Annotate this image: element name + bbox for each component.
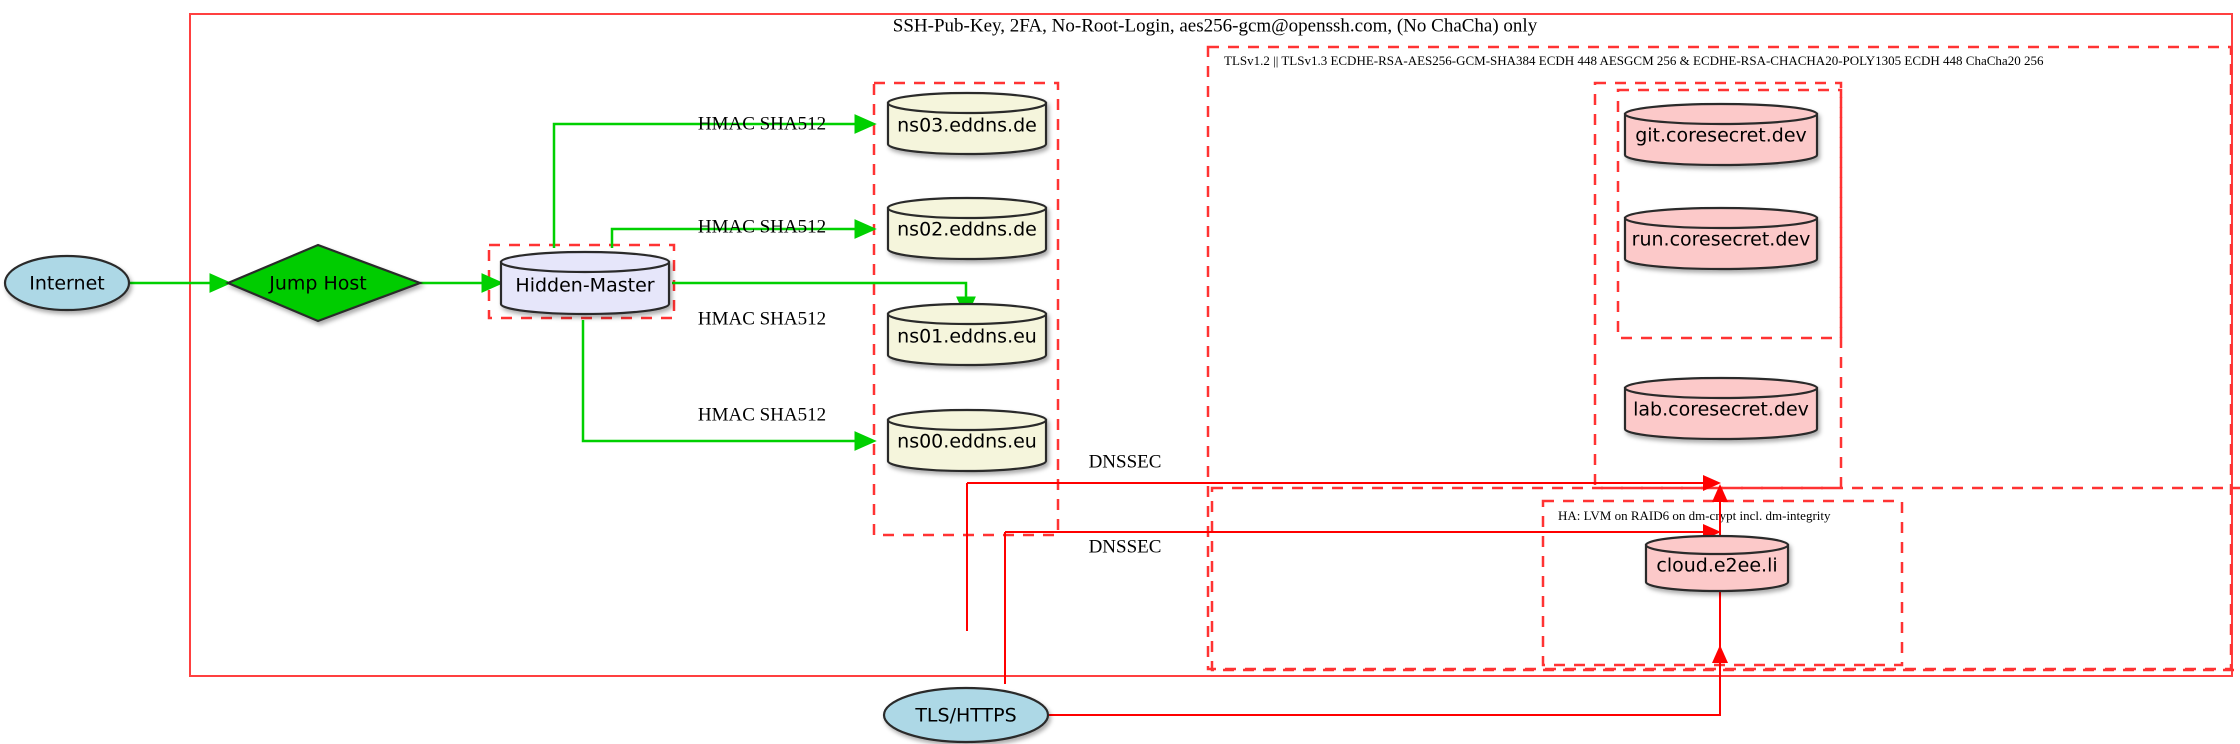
- coresecret-boundary: [1593, 81, 1843, 490]
- edge-label-hmac-ns03: HMAC SHA512: [698, 113, 826, 134]
- edge-label-hmac-ns00: HMAC SHA512: [698, 404, 826, 425]
- node-cloud-e2ee[interactable]: cloud.e2ee.li: [1644, 534, 1790, 593]
- edge-label-dnssec-lower: DNSSEC: [1089, 536, 1162, 557]
- hidden-master-boundary: [487, 243, 676, 320]
- node-internet[interactable]: Internet: [3, 254, 131, 312]
- git-top: [1623, 102, 1819, 126]
- git-run-boundary: [1616, 88, 1843, 340]
- edge-hiddenmaster-to-ns02: [610, 219, 877, 248]
- dnssec-ha-boundary: [1210, 486, 2240, 672]
- run-top: [1623, 206, 1819, 230]
- node-ns03[interactable]: ns03.eddns.de: [886, 91, 1048, 156]
- node-ns02[interactable]: ns02.eddns.de: [886, 196, 1048, 261]
- cloud-label: cloud.e2ee.li: [1656, 555, 1777, 577]
- internet-label: Internet: [29, 273, 104, 295]
- jump-host-diamond: [225, 243, 424, 323]
- lab-body: [1623, 386, 1819, 441]
- node-ns00[interactable]: ns00.eddns.eu: [886, 408, 1048, 473]
- run-body: [1623, 216, 1819, 271]
- hidden-master-body: [499, 260, 671, 316]
- tls-https-label: TLS/HTTPS: [914, 705, 1016, 727]
- node-tls-https[interactable]: TLS/HTTPS: [882, 686, 1050, 744]
- ns00-label: ns00.eddns.eu: [897, 431, 1037, 453]
- edge-hiddenmaster-to-ns00: [581, 320, 877, 451]
- git-label: git.coresecret.dev: [1635, 125, 1807, 147]
- hidden-master-top: [499, 250, 671, 274]
- git-body: [1623, 112, 1819, 167]
- ns02-body: [886, 206, 1048, 261]
- edge-dnssec-upper: [966, 483, 1718, 631]
- edge-label-dnssec-upper: DNSSEC: [1089, 451, 1162, 472]
- node-jump-host[interactable]: Jump Host: [225, 243, 424, 323]
- ns02-top: [886, 196, 1048, 220]
- ns00-top: [886, 408, 1048, 432]
- ns02-label: ns02.eddns.de: [897, 219, 1037, 241]
- ns00-body: [886, 418, 1048, 473]
- ns03-top: [886, 91, 1048, 115]
- ns01-label: ns01.eddns.eu: [897, 326, 1037, 348]
- ns03-body: [886, 101, 1048, 156]
- edge-label-hmac-ns02: HMAC SHA512: [698, 216, 826, 237]
- cloud-body: [1644, 543, 1790, 593]
- ssh-boundary-label: SSH-Pub-Key, 2FA, No-Root-Login, aes256-…: [893, 15, 1538, 36]
- tls-https-ellipse: [882, 686, 1050, 744]
- ns01-top: [886, 302, 1048, 326]
- tls-boundary-label: TLSv1.2 || TLSv1.3 ECDHE-RSA-AES256-GCM-…: [1224, 53, 2044, 68]
- edge-hiddenmaster-to-ns03: [552, 114, 877, 248]
- lab-label: lab.coresecret.dev: [1633, 399, 1809, 421]
- ha-boundary: [1541, 499, 1904, 667]
- internet-ellipse: [3, 254, 131, 312]
- jump-host-label: Jump Host: [268, 273, 367, 295]
- ns03-label: ns03.eddns.de: [897, 115, 1037, 137]
- ssh-boundary-outer: [189, 13, 2233, 677]
- ns01-body: [886, 312, 1048, 367]
- node-hidden-master[interactable]: Hidden-Master: [499, 250, 671, 316]
- node-git-coresecret[interactable]: git.coresecret.dev: [1623, 102, 1819, 167]
- cloud-top: [1644, 534, 1790, 556]
- hidden-master-label: Hidden-Master: [515, 275, 654, 297]
- ha-boundary-label: HA: LVM on RAID6 on dm-crypt incl. dm-in…: [1558, 508, 1831, 523]
- edge-label-hmac-ns01: HMAC SHA512: [698, 308, 826, 329]
- lab-top: [1623, 376, 1819, 400]
- node-run-coresecret[interactable]: run.coresecret.dev: [1623, 206, 1819, 271]
- node-ns01[interactable]: ns01.eddns.eu: [886, 302, 1048, 367]
- node-lab-coresecret[interactable]: lab.coresecret.dev: [1623, 376, 1819, 441]
- run-label: run.coresecret.dev: [1632, 229, 1811, 251]
